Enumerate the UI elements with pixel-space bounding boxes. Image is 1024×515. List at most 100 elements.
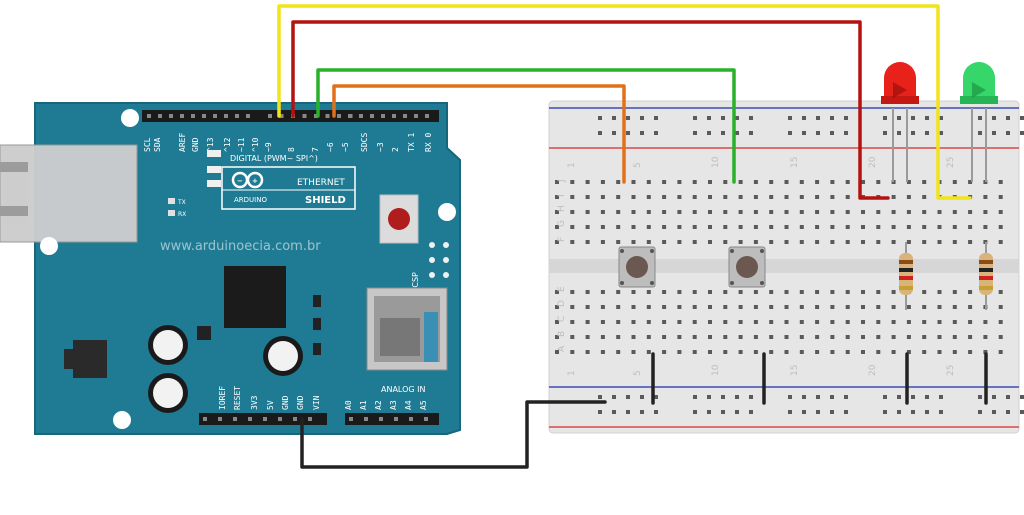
onboard-led bbox=[207, 150, 221, 157]
analog-header bbox=[345, 413, 439, 425]
breadboard-hole bbox=[769, 240, 774, 244]
rail-hole bbox=[721, 116, 725, 120]
breadboard-hole bbox=[708, 240, 712, 244]
rail-hole bbox=[883, 395, 887, 399]
analog-pin-label: A1 bbox=[359, 400, 368, 410]
breadboard-hole bbox=[784, 210, 789, 214]
breadboard-hole bbox=[738, 225, 743, 229]
breadboard-hole bbox=[769, 290, 774, 294]
breadboard-hole bbox=[891, 195, 896, 199]
rail-hole bbox=[612, 395, 616, 399]
smd-component bbox=[313, 295, 321, 307]
resistor-2 bbox=[979, 242, 993, 310]
rail-hole bbox=[925, 116, 929, 120]
breadboard-hole bbox=[753, 240, 758, 244]
icsp-label: ICSP bbox=[411, 272, 420, 290]
ethernet-tab-1 bbox=[0, 162, 28, 172]
breadboard-hole bbox=[555, 195, 559, 199]
rail-hole bbox=[802, 395, 806, 399]
resistor-1 bbox=[899, 242, 913, 310]
power-pin-label: VIN bbox=[312, 395, 321, 410]
breadboard-hole bbox=[692, 335, 697, 339]
column-number: 15 bbox=[790, 157, 800, 168]
breadboard-hole bbox=[677, 320, 682, 324]
breadboard-hole bbox=[692, 350, 697, 354]
breadboard-hole bbox=[769, 335, 774, 339]
breadboard-hole bbox=[692, 290, 697, 294]
rail-hole bbox=[844, 410, 848, 414]
header-pin bbox=[246, 114, 250, 118]
breadboard-hole bbox=[784, 350, 789, 354]
breadboard-hole bbox=[662, 335, 667, 339]
header-pin bbox=[169, 114, 173, 118]
breadboard-hole bbox=[723, 210, 728, 214]
breadboard-hole bbox=[662, 210, 667, 214]
red-wire[interactable] bbox=[291, 20, 890, 200]
breadboard-hole bbox=[952, 210, 957, 214]
breadboard-hole bbox=[723, 335, 728, 339]
breadboard-hole bbox=[600, 240, 605, 244]
breadboard-hole bbox=[830, 210, 835, 214]
rail-hole bbox=[816, 116, 820, 120]
breadboard-hole bbox=[662, 290, 667, 294]
breadboard-hole bbox=[616, 335, 621, 339]
breadboard-hole bbox=[662, 225, 667, 229]
reset-button[interactable] bbox=[388, 208, 410, 230]
breadboard-hole bbox=[906, 180, 911, 184]
breadboard-hole bbox=[952, 350, 957, 354]
sd-card-slot[interactable] bbox=[366, 287, 448, 371]
breadboard-hole bbox=[631, 240, 636, 244]
black-wire-gnd[interactable] bbox=[300, 400, 607, 469]
rail-hole bbox=[844, 116, 848, 120]
voltage-regulator bbox=[73, 340, 107, 378]
green-wire[interactable] bbox=[316, 68, 736, 184]
header-pin bbox=[349, 417, 353, 421]
breadboard-hole bbox=[570, 195, 575, 199]
rail-hole bbox=[749, 395, 753, 399]
breadboard-hole bbox=[616, 225, 621, 229]
breadboard-hole bbox=[555, 225, 559, 229]
push-button-1[interactable] bbox=[618, 246, 656, 288]
breadboard-hole bbox=[998, 225, 1003, 229]
orange-wire[interactable] bbox=[332, 84, 626, 184]
rail-hole bbox=[788, 131, 792, 135]
rail-hole bbox=[939, 131, 943, 135]
breadboard-hole bbox=[769, 225, 774, 229]
rail-hole bbox=[911, 116, 915, 120]
header-pin bbox=[279, 114, 284, 118]
breadboard-hole bbox=[983, 225, 988, 229]
header-pin bbox=[424, 417, 428, 421]
rail-hole bbox=[612, 131, 616, 135]
breadboard-hole bbox=[845, 240, 850, 244]
push-button-2[interactable] bbox=[728, 246, 766, 288]
yellow-wire[interactable] bbox=[277, 4, 972, 200]
rail-hole bbox=[707, 410, 711, 414]
header-pin bbox=[233, 417, 237, 421]
breadboard-hole bbox=[753, 320, 758, 324]
breadboard-hole bbox=[585, 210, 590, 214]
breadboard-hole bbox=[631, 320, 636, 324]
breadboard-hole bbox=[738, 180, 743, 184]
breadboard-hole bbox=[906, 350, 911, 354]
breadboard-hole bbox=[906, 320, 911, 324]
breadboard-hole bbox=[600, 290, 605, 294]
breadboard-hole bbox=[937, 320, 942, 324]
row-letter: H bbox=[557, 205, 567, 212]
header-pin bbox=[364, 417, 368, 421]
breadboard-hole bbox=[845, 180, 850, 184]
breadboard-hole bbox=[968, 290, 973, 294]
breadboard-hole bbox=[600, 305, 605, 309]
rail-hole bbox=[883, 131, 887, 135]
rail-hole bbox=[1006, 116, 1010, 120]
rail-hole bbox=[802, 410, 806, 414]
wires bbox=[277, 4, 988, 469]
breadboard-hole bbox=[585, 320, 590, 324]
breadboard-hole bbox=[631, 180, 636, 184]
breadboard-hole bbox=[585, 225, 590, 229]
rail-hole bbox=[1020, 395, 1024, 399]
rail-hole bbox=[749, 131, 753, 135]
rail-hole bbox=[925, 410, 929, 414]
breadboard-hole bbox=[891, 350, 896, 354]
breadboard-hole bbox=[952, 240, 957, 244]
breadboard-hole bbox=[906, 225, 911, 229]
